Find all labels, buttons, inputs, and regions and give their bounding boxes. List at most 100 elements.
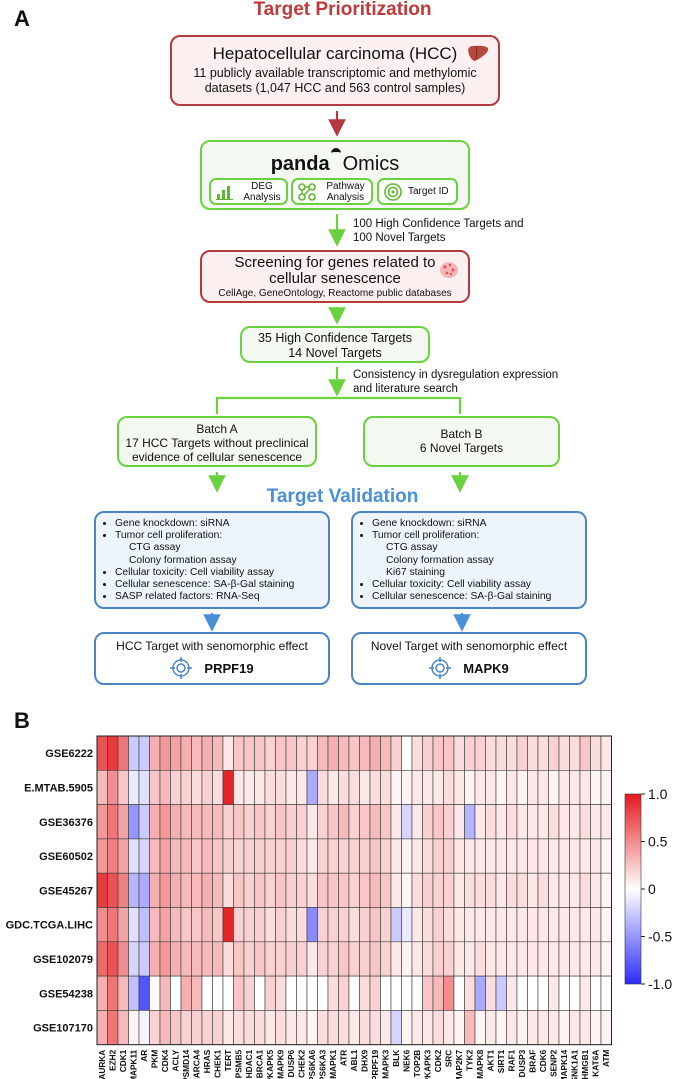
heatmap-cell <box>107 907 119 943</box>
heatmap-cell <box>548 769 560 805</box>
heatmap-cell <box>579 975 591 1011</box>
validation-b-box: Gene knockdown: siRNATumor cell prolifer… <box>351 511 587 609</box>
heatmap-cell <box>359 975 371 1011</box>
validation-a-item: Gene knockdown: siRNA <box>115 518 328 530</box>
heatmap-cell <box>527 735 539 771</box>
heatmap-cell <box>558 1010 570 1046</box>
heatmap-cell <box>264 804 276 840</box>
heatmap-cell <box>453 838 465 874</box>
heatmap-cell <box>558 941 570 977</box>
heatmap-cell <box>516 975 528 1011</box>
heatmap-cell <box>590 872 602 908</box>
heatmap-cell <box>243 1010 255 1046</box>
heatmap-cell <box>390 838 402 874</box>
result-a-gene-row: PRPF19 <box>96 657 328 679</box>
heatmap-cell <box>128 1010 140 1046</box>
heatmap-cell <box>390 1010 402 1046</box>
pandaomics-logo-mark <box>330 148 341 162</box>
heatmap-cell <box>149 975 161 1011</box>
heatmap-cell <box>464 769 476 805</box>
heatmap-cell <box>306 975 318 1011</box>
heatmap-cell <box>233 804 245 840</box>
validation-b-subitem: CTG assay <box>386 542 438 554</box>
heatmap-cell <box>254 975 266 1011</box>
heatmap-cell <box>453 941 465 977</box>
heatmap-cell <box>464 941 476 977</box>
heatmap-cell <box>264 907 276 943</box>
validation-a-item: SASP related factors: RNA-Seq <box>115 591 328 603</box>
heatmap-cell <box>401 907 413 943</box>
heatmap-cell <box>506 769 518 805</box>
heatmap-cell <box>369 838 381 874</box>
heatmap-cell <box>422 872 434 908</box>
heatmap-cell <box>285 838 297 874</box>
heatmap-cell <box>443 838 455 874</box>
heatmap-column-label: HDAC1 <box>244 1049 254 1078</box>
heatmap-cell <box>128 975 140 1011</box>
heatmap-column-label: MAPK11 <box>129 1049 139 1079</box>
heatmap-cell <box>285 1010 297 1046</box>
heatmap-column-label: AURKA <box>97 1050 107 1079</box>
heatmap-cell <box>348 872 360 908</box>
heatmap-cell <box>453 804 465 840</box>
heatmap-cell <box>338 735 350 771</box>
heatmap-cell <box>180 872 192 908</box>
heatmap-cell <box>590 907 602 943</box>
heatmap-cell <box>138 769 150 805</box>
batch-a-title: Batch A <box>196 422 238 436</box>
heatmap-column-label: MAPK9 <box>276 1049 286 1078</box>
heatmap-column-label: ACLY <box>171 1049 181 1071</box>
validation-b-item: Gene knockdown: siRNA <box>372 518 585 530</box>
heatmap-cell <box>243 838 255 874</box>
heatmap-cell <box>474 804 486 840</box>
heatmap-cell <box>317 1010 329 1046</box>
batch-a-line1: 17 HCC Targets without preclinical <box>125 436 309 450</box>
heatmap-cell <box>537 769 549 805</box>
heatmap-cell <box>359 907 371 943</box>
heatmap-cell <box>411 804 423 840</box>
heatmap-cell <box>285 735 297 771</box>
heatmap-cell <box>380 941 392 977</box>
heatmap-cell <box>569 838 581 874</box>
result-b-box: Novel Target with senomorphic effect MAP… <box>351 632 587 685</box>
heatmap-cell <box>390 975 402 1011</box>
heatmap-cell <box>243 872 255 908</box>
heatmap-cell <box>485 838 497 874</box>
heatmap-row-label: GSE107170 <box>33 1023 93 1035</box>
shortlisted-targets-box: 35 High Confidence Targets 14 Novel Targ… <box>240 326 430 363</box>
heatmap-column-label: SMARCA4 <box>192 1049 202 1079</box>
heatmap-cell <box>243 941 255 977</box>
heatmap-cell <box>306 1010 318 1046</box>
heatmap-column-label: AR <box>139 1050 149 1062</box>
heatmap-cell <box>306 804 318 840</box>
heatmap-cell <box>558 975 570 1011</box>
target-icon <box>384 182 402 201</box>
heatmap-cell <box>369 941 381 977</box>
colorbar-tick-label: 0.5 <box>648 834 668 850</box>
heatmap-cell <box>600 872 612 908</box>
heatmap-column-label: PRPF19 <box>370 1049 380 1079</box>
heatmap-cell <box>254 872 266 908</box>
heatmap-column-label: MAPKAPK5 <box>265 1049 275 1079</box>
heatmap-cell <box>180 838 192 874</box>
heatmap-cell <box>285 804 297 840</box>
heatmap-cell <box>149 804 161 840</box>
heatmap-cell <box>348 735 360 771</box>
heatmap-cell <box>159 872 171 908</box>
heatmap-cell <box>464 804 476 840</box>
heatmap-cell <box>306 941 318 977</box>
crosshair-target-icon <box>170 657 193 679</box>
validation-a-list: Gene knockdown: siRNATumor cell prolifer… <box>101 518 328 603</box>
heatmap-cell <box>443 907 455 943</box>
heatmap-column-label: ATM <box>601 1050 611 1067</box>
heatmap-cell <box>380 975 392 1011</box>
heatmap-cell <box>138 907 150 943</box>
heatmap-cell <box>306 872 318 908</box>
heatmap-cell <box>359 804 371 840</box>
heatmap-cell <box>516 907 528 943</box>
heatmap-cell <box>558 769 570 805</box>
heatmap-cell <box>380 1010 392 1046</box>
heatmap-cell <box>495 804 507 840</box>
heatmap-cell <box>149 907 161 943</box>
heatmap-cell <box>285 872 297 908</box>
